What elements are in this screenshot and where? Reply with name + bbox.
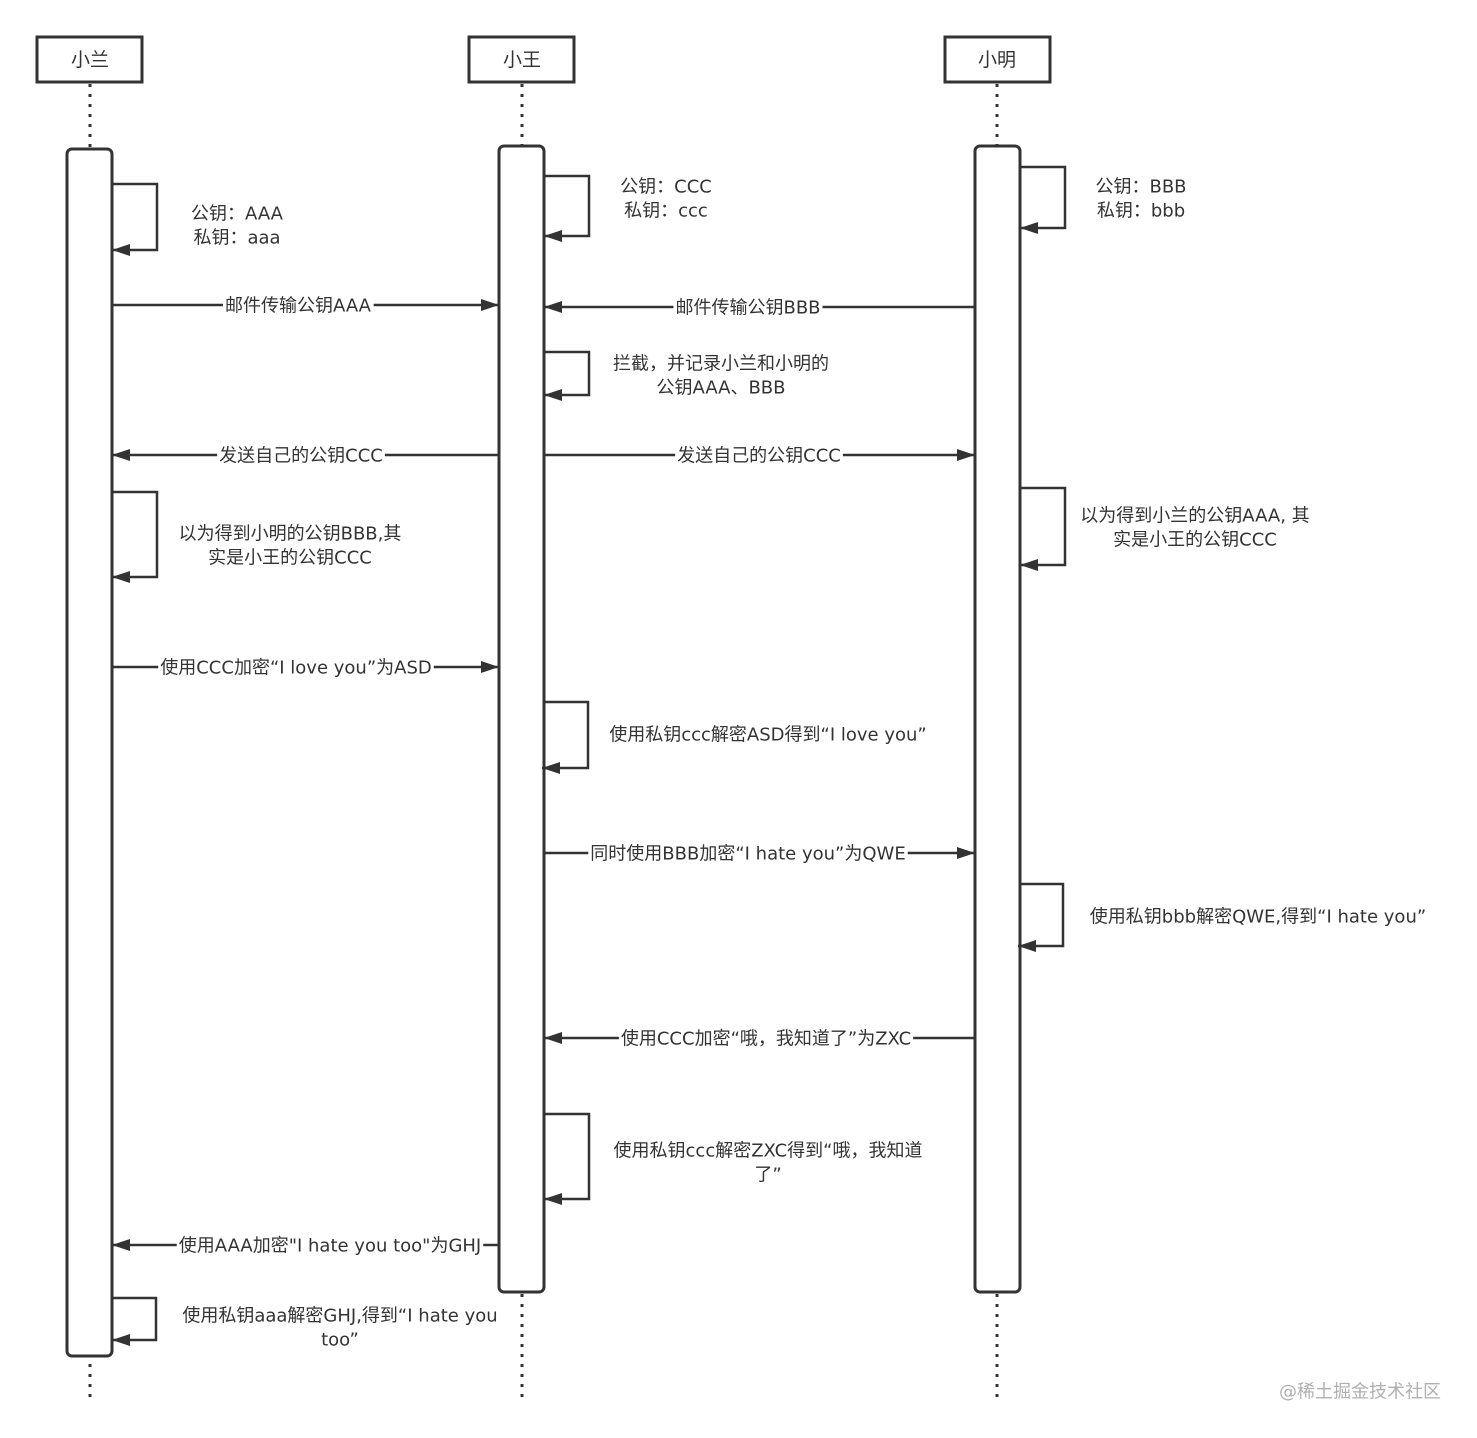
activation-bar-xiaowang <box>497 144 546 1294</box>
message-label: 公钥：AAA <box>191 204 284 225</box>
message-label: 实是小王的公钥CCC <box>208 548 372 569</box>
message-label: 发送自己的公钥CCC <box>219 446 383 467</box>
participant-box-xiaoming <box>943 35 1052 84</box>
self-message-xiaoming-thinks-aaa: 以为得到小兰的公钥AAA, 其 实是小王的公钥CCC <box>1020 486 1310 571</box>
self-message-arrow <box>544 350 591 401</box>
self-message-xiaowang-decrypt-zxc: 使用私钥ccc解密ZXC得到“哦，我知道 了” <box>544 1112 923 1205</box>
message-xiaolan-to-xiaowang-mail-key-aaa: 邮件传输公钥AAA <box>112 295 499 317</box>
message-label: 使用私钥bbb解密QWE,得到“I hate you” <box>1090 907 1426 928</box>
message-label: 使用私钥ccc解密ZXC得到“哦，我知道 <box>614 1141 923 1162</box>
message-label: 私钥：ccc <box>624 201 708 222</box>
self-message-arrow <box>112 182 159 256</box>
message-label: 邮件传输公钥AAA <box>225 296 372 317</box>
message-label: 使用CCC加密“哦，我知道了”为ZXC <box>621 1029 911 1050</box>
self-message-arrow <box>1020 486 1067 571</box>
self-message-arrow <box>542 700 590 774</box>
participant-xiaolan: 小兰 <box>35 35 144 84</box>
message-label: 同时使用BBB加密“I hate you”为QWE <box>590 844 905 865</box>
message-label: 以为得到小兰的公钥AAA, 其 <box>1080 506 1309 527</box>
message-xiaoming-to-xiaowang-encrypt-zxc: 使用CCC加密“哦，我知道了”为ZXC <box>544 1028 975 1050</box>
message-label: 发送自己的公钥CCC <box>677 446 841 467</box>
message-label: 使用私钥ccc解密ASD得到“I love you” <box>609 725 927 746</box>
message-label-background <box>673 297 823 319</box>
watermark: @稀土掘金技术社区 <box>1279 1382 1441 1403</box>
self-message-xiaolan-thinks-bbb: 以为得到小明的公钥BBB,其 实是小王的公钥CCC <box>112 490 402 583</box>
activation-bar-xiaolan <box>65 147 114 1358</box>
activation-bars <box>65 144 1022 1358</box>
message-xiaolan-to-xiaowang-encrypt-asd: 使用CCC加密“I love you”为ASD <box>112 657 499 679</box>
message-label: 私钥：bbb <box>1097 201 1185 222</box>
self-message-xiaowang-decrypt-asd: 使用私钥ccc解密ASD得到“I love you” <box>542 700 927 774</box>
self-message-arrow <box>1018 882 1065 952</box>
participant-xiaowang: 小王 <box>467 35 576 84</box>
participant-name-xiaolan: 小兰 <box>71 49 109 71</box>
message-label: 拦截，并记录小兰和小明的 <box>613 354 829 375</box>
message-label: 公钥：CCC <box>620 177 712 198</box>
message-label: 使用私钥aaa解密GHJ,得到“I hate you <box>182 1306 497 1327</box>
message-label: 以为得到小明的公钥BBB,其 <box>179 524 402 545</box>
message-label: 使用CCC加密“I love you”为ASD <box>160 658 432 679</box>
message-label: 使用AAA加密"I hate you too"为GHJ <box>179 1236 482 1257</box>
message-label: 私钥：aaa <box>193 228 280 249</box>
message-label-background <box>588 843 908 865</box>
self-message-xiaoming-keys: 公钥：BBB 私钥：bbb <box>1020 165 1187 234</box>
message-label-background <box>217 445 385 467</box>
self-message-xiaoming-decrypt-qwe: 使用私钥bbb解密QWE,得到“I hate you” <box>1018 882 1426 952</box>
message-label-background <box>618 1028 914 1050</box>
message-label-background <box>158 657 434 679</box>
self-message-arrow <box>1020 165 1067 234</box>
message-xiaowang-to-xiaolan-encrypt-ghj: 使用AAA加密"I hate you too"为GHJ <box>112 1235 499 1257</box>
participant-xiaoming: 小明 <box>943 35 1052 84</box>
message-label: 公钥AAA、BBB <box>657 378 786 399</box>
message-xiaowang-to-xiaolan-send-ccc: 发送自己的公钥CCC <box>112 445 499 467</box>
message-label: 公钥：BBB <box>1095 177 1186 198</box>
message-xiaoming-to-xiaowang-mail-key-bbb: 邮件传输公钥BBB <box>544 297 975 319</box>
self-message-arrow <box>112 490 159 583</box>
participant-box-xiaolan <box>35 35 144 84</box>
message-label-background <box>223 295 374 317</box>
message-label-background <box>176 1235 484 1257</box>
participant-box-xiaowang <box>467 35 576 84</box>
message-label: too” <box>321 1330 359 1351</box>
self-message-arrow <box>544 174 591 242</box>
message-label: 了” <box>754 1165 781 1186</box>
message-xiaowang-to-xiaoming-encrypt-qwe: 同时使用BBB加密“I hate you”为QWE <box>544 843 975 865</box>
self-message-xiaolan-keys: 公钥：AAA 私钥：aaa <box>112 182 284 256</box>
self-message-arrow <box>112 1296 158 1346</box>
activation-bar-xiaoming <box>973 144 1022 1294</box>
self-message-xiaolan-decrypt-ghj: 使用私钥aaa解密GHJ,得到“I hate you too” <box>112 1296 498 1351</box>
message-label: 邮件传输公钥BBB <box>675 298 820 319</box>
message-label: 实是小王的公钥CCC <box>1113 530 1277 551</box>
self-message-arrow <box>544 1112 591 1205</box>
participant-name-xiaoming: 小明 <box>978 49 1016 71</box>
participant-name-xiaowang: 小王 <box>503 49 541 71</box>
self-message-xiaowang-keys: 公钥：CCC 私钥：ccc <box>544 174 712 242</box>
message-label-background <box>675 445 843 467</box>
message-xiaowang-to-xiaoming-send-ccc: 发送自己的公钥CCC <box>544 445 975 467</box>
self-message-xiaowang-intercept: 拦截，并记录小兰和小明的 公钥AAA、BBB <box>544 350 829 401</box>
